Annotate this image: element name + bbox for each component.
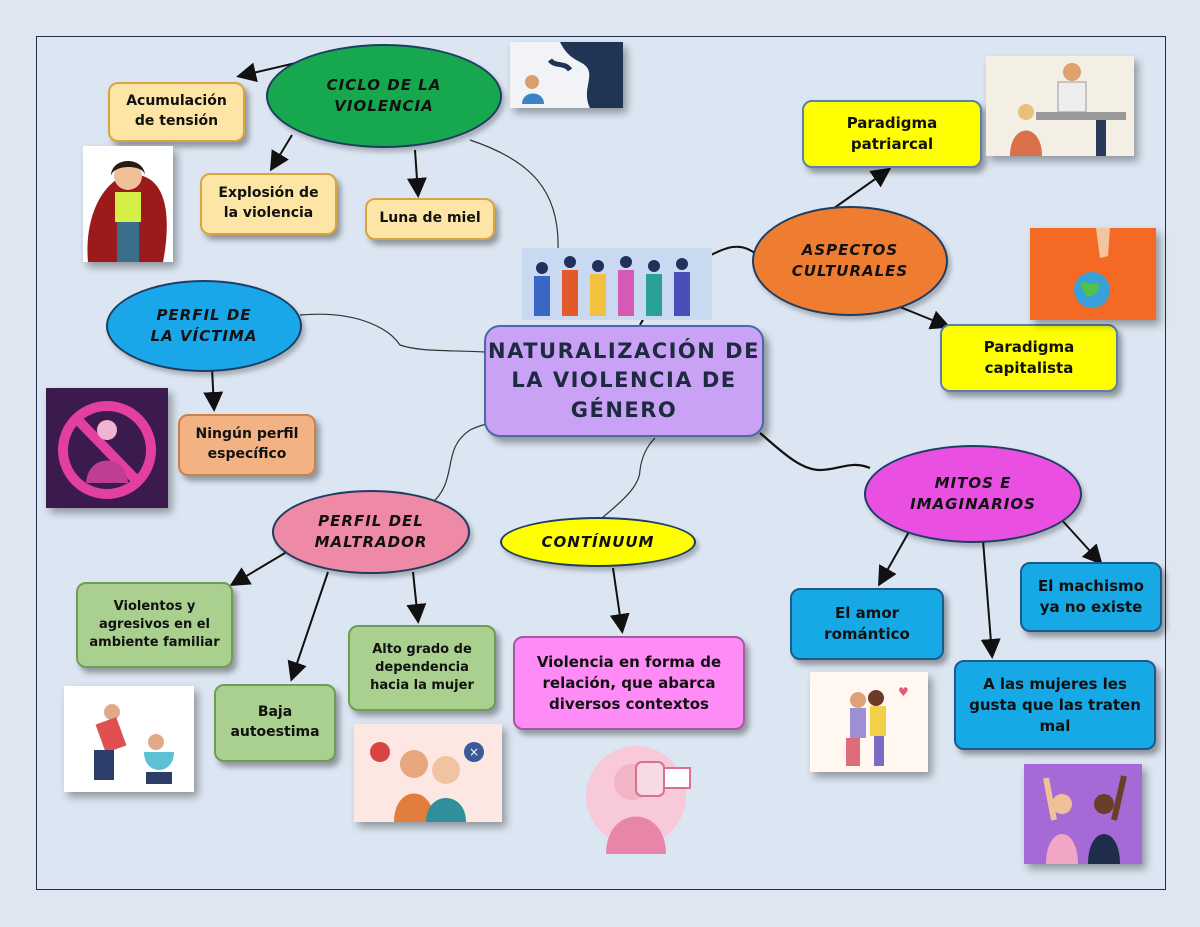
raised-fists-women-image bbox=[1024, 764, 1142, 864]
central-topic-label: NATURALIZACIÓN DE LA VIOLENCIA DE GÉNERO bbox=[488, 338, 760, 422]
acumulacion-label: Acumulación de tensión bbox=[126, 93, 227, 129]
worried-woman-image bbox=[83, 146, 173, 262]
arrow-mitos-amor bbox=[878, 529, 911, 587]
woman-stop-hand-image bbox=[576, 734, 696, 864]
romantic-couple-image: ♥ bbox=[810, 672, 928, 772]
luna-de-miel-box: Luna de miel bbox=[365, 198, 495, 240]
link-center-mitos bbox=[759, 432, 871, 472]
mitos-imaginarios-node: MITOS E IMAGINARIOS bbox=[864, 445, 1082, 543]
mujeres-gusta-label: A las mujeres les gusta que las traten m… bbox=[969, 674, 1141, 735]
aspectos-culturales-label: ASPECTOS CULTURALES bbox=[791, 241, 909, 280]
arrow-maltrador-violentos bbox=[229, 549, 291, 587]
alto-grado-box: Alto grado de dependencia hacia la mujer bbox=[348, 625, 496, 711]
ciclo-violencia-label: CICLO DE LA VIOLENCIA bbox=[326, 76, 442, 115]
violentos-box: Violentos y agresivos en el ambiente fam… bbox=[76, 582, 233, 668]
hand-over-crouching-person-image bbox=[510, 42, 623, 108]
arrow-ciclo-explosion bbox=[269, 134, 293, 172]
link-center-victima bbox=[299, 313, 485, 353]
arrow-aspectos-capitalista bbox=[894, 304, 951, 330]
explosion-box: Explosión de la violencia bbox=[200, 173, 337, 235]
luna-de-miel-label: Luna de miel bbox=[379, 210, 481, 227]
alto-grado-label: Alto grado de dependencia hacia la mujer bbox=[370, 641, 474, 694]
amor-romantico-box: El amor romántico bbox=[790, 588, 944, 660]
link-center-continuum bbox=[599, 437, 656, 521]
arrow-maltrador-baja bbox=[287, 571, 329, 682]
violentos-label: Violentos y agresivos en el ambiente fam… bbox=[89, 598, 220, 651]
paradigma-patriarcal-label: Paradigma patriarcal bbox=[846, 114, 938, 153]
mujeres-gusta-box: A las mujeres les gusta que las traten m… bbox=[954, 660, 1156, 750]
patriarchal-office-image bbox=[986, 56, 1134, 156]
arrow-maltrador-alto bbox=[406, 571, 427, 624]
paradigma-patriarcal-box: Paradigma patriarcal bbox=[802, 100, 982, 168]
crossed-woman-image bbox=[46, 388, 168, 508]
mitos-imaginarios-label: MITOS E IMAGINARIOS bbox=[910, 474, 1036, 513]
svg-text:×: × bbox=[469, 745, 479, 759]
arguing-people-image: × bbox=[354, 724, 502, 822]
perfil-victima-label: PERFIL DE LA VÍCTIMA bbox=[150, 306, 258, 345]
violencia-forma-box: Violencia en forma de relación, que abar… bbox=[513, 636, 745, 730]
arrow-mitos-machismo bbox=[1059, 517, 1103, 565]
arrow-continuum-violencia bbox=[609, 567, 630, 634]
protest-crowd-image bbox=[522, 248, 712, 320]
amor-romantico-label: El amor romántico bbox=[824, 604, 910, 643]
acumulacion-box: Acumulación de tensión bbox=[108, 82, 245, 142]
continuum-node: CONTÍNUUM bbox=[500, 517, 696, 567]
ciclo-violencia-node: CICLO DE LA VIOLENCIA bbox=[266, 44, 502, 148]
link-center-maltrador bbox=[429, 421, 496, 506]
baja-autoestima-label: Baja autoestima bbox=[230, 704, 320, 740]
paradigma-capitalista-label: Paradigma capitalista bbox=[983, 338, 1075, 377]
perfil-maltrador-label: PERFIL DEL MALTRADOR bbox=[314, 512, 428, 551]
arrow-mitos-mujeres bbox=[980, 539, 1001, 659]
perfil-maltrador-node: PERFIL DEL MALTRADOR bbox=[272, 490, 470, 574]
ningun-perfil-box: Ningún perfil específico bbox=[178, 414, 316, 476]
baja-autoestima-box: Baja autoestima bbox=[214, 684, 336, 762]
arrow-victima-perfil bbox=[203, 367, 224, 412]
continuum-label: CONTÍNUUM bbox=[541, 532, 655, 551]
aspectos-culturales-node: ASPECTOS CULTURALES bbox=[752, 206, 948, 316]
ningun-perfil-label: Ningún perfil específico bbox=[195, 426, 299, 462]
central-topic: NATURALIZACIÓN DE LA VIOLENCIA DE GÉNERO bbox=[484, 325, 764, 437]
violencia-forma-label: Violencia en forma de relación, que abar… bbox=[536, 652, 722, 713]
paradigma-capitalista-box: Paradigma capitalista bbox=[940, 324, 1118, 392]
hand-globe-image bbox=[1030, 228, 1156, 320]
link-center-ciclo bbox=[469, 139, 559, 251]
perfil-victima-node: PERFIL DE LA VÍCTIMA bbox=[106, 280, 302, 372]
machismo-box: El machismo ya no existe bbox=[1020, 562, 1162, 632]
fighting-couple-image bbox=[64, 686, 194, 792]
arrow-ciclo-luna bbox=[406, 149, 427, 198]
machismo-label: El machismo ya no existe bbox=[1038, 577, 1144, 616]
explosion-label: Explosión de la violencia bbox=[218, 185, 319, 221]
svg-text:♥: ♥ bbox=[898, 685, 909, 699]
